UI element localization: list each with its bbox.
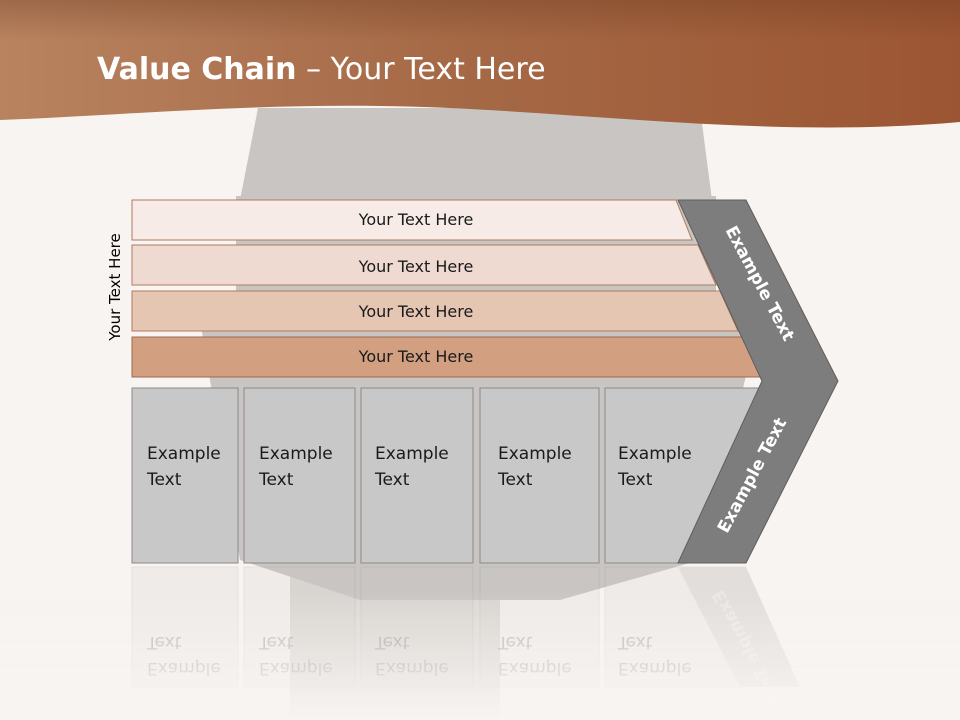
primary-box-4-line-1: Example [498, 444, 572, 464]
primary-box-2-line-1: Example [259, 444, 333, 464]
primary-box-1-line-1: Example [147, 444, 221, 464]
primary-box-3-line-1: Example [375, 444, 449, 464]
header-shade [0, 0, 960, 40]
support-row-2 [131, 244, 717, 286]
primary-box-3 [360, 387, 474, 564]
primary-box-2-line-2: Text [258, 470, 294, 490]
primary-box-1 [131, 387, 239, 564]
support-row-4-label: Your Text Here [358, 347, 474, 366]
primary-box-1-line-2: Text [146, 470, 182, 490]
title-rest: – Your Text Here [296, 52, 546, 87]
support-row-3 [131, 290, 739, 332]
primary-box-5-line-2: Text [617, 470, 653, 490]
primary-boxes: Example Text Example Text Example Text E… [131, 387, 762, 564]
support-row-2-label: Your Text Here [358, 257, 474, 276]
side-label: Your Text Here [106, 233, 124, 341]
support-row-3-label: Your Text Here [358, 302, 474, 321]
primary-box-5-line-1: Example [618, 444, 692, 464]
title-bold: Value Chain [97, 52, 297, 87]
margin-chevron [677, 199, 839, 564]
primary-box-2 [243, 387, 356, 564]
primary-box-4 [479, 387, 600, 564]
support-row-1 [131, 199, 693, 241]
page-title: Value Chain – Your Text Here [97, 52, 546, 87]
primary-box-3-line-2: Text [374, 470, 410, 490]
bottom-fade [0, 590, 960, 720]
support-row-1-label: Your Text Here [358, 210, 474, 229]
primary-box-4-line-2: Text [497, 470, 533, 490]
support-rows: Your Text Here Your Text Here Your Text … [131, 199, 763, 378]
